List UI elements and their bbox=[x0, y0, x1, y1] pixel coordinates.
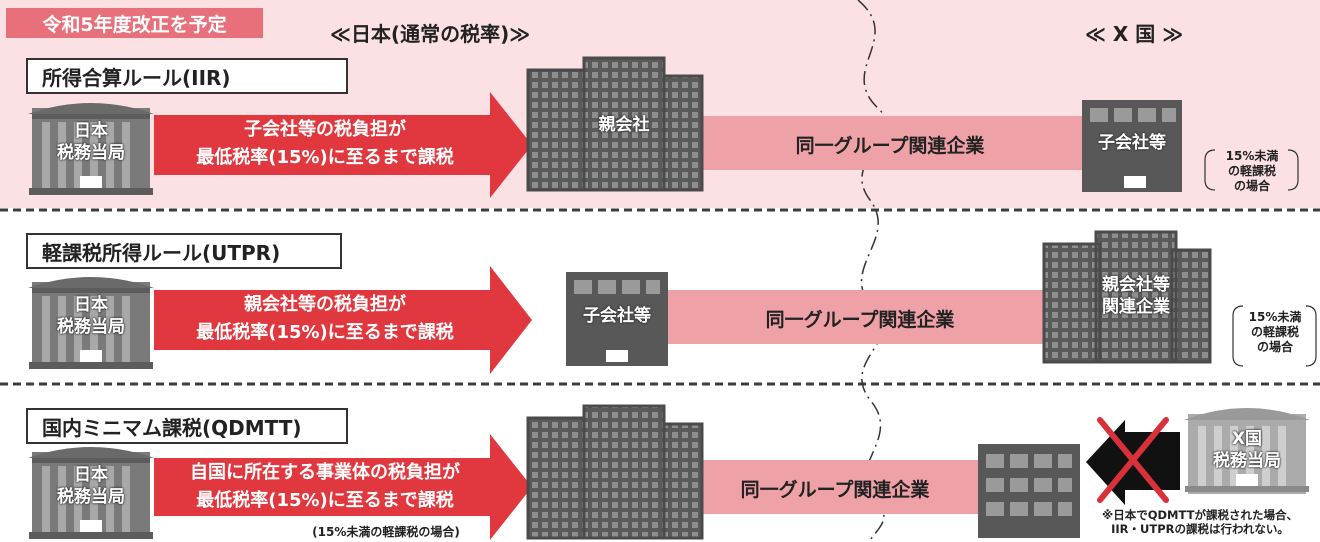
arrow-text-line-2: 最低税率(15%)に至るまで課税 bbox=[196, 147, 454, 168]
amendment-tag: 令和5年度改正を予定 bbox=[6, 8, 263, 38]
footnote-line-1: ※日本でQDMTTが課税された場合、 bbox=[1102, 508, 1298, 522]
arrow-3 bbox=[154, 434, 532, 540]
entity-line-2: 関連企業 bbox=[1102, 297, 1170, 317]
note-line: 15%未満 bbox=[1248, 310, 1302, 324]
footnote-line-2: IIR・UTPRの課税は行われない。 bbox=[1111, 522, 1289, 536]
japan-authority-label-1: 日本 税務当局 bbox=[32, 120, 150, 164]
authority-line-2: 税務当局 bbox=[57, 317, 125, 337]
arrow-1 bbox=[154, 92, 532, 198]
arrow-text-line-2: 最低税率(15%)に至るまで課税 bbox=[196, 490, 454, 511]
arrow-text-2: 親会社等の税負担が 最低税率(15%)に至るまで課税 bbox=[160, 291, 490, 347]
band-3 bbox=[695, 460, 980, 514]
rule-title-qdmtt: 国内ミニマム課税(QDMTT) bbox=[26, 408, 348, 444]
arrow-2 bbox=[154, 266, 532, 374]
parent-company-label-2: 親会社等 関連企業 bbox=[1088, 274, 1184, 318]
low-tax-note-2: 15%未満 の軽課税 の場合 bbox=[1236, 310, 1314, 355]
parent-company-label: 親会社 bbox=[598, 115, 650, 135]
note-line: の軽課税 bbox=[1227, 164, 1276, 178]
parent-company-building-2 bbox=[1042, 230, 1212, 364]
x-authority-label: X国 税務当局 bbox=[1188, 428, 1306, 472]
entity-line-1: 親会社等 bbox=[1102, 275, 1170, 295]
domestic-entity-building-3 bbox=[526, 404, 704, 540]
group-band-label-3: 同一グループ関連企業 bbox=[740, 479, 930, 501]
authority-line-1: 日本 bbox=[74, 295, 108, 315]
band-2 bbox=[668, 290, 1050, 344]
arrow-note-3: (15%未満の軽課税の場合) bbox=[312, 525, 460, 539]
authority-line-1: 日本 bbox=[74, 121, 108, 141]
note-line: の場合 bbox=[1256, 340, 1293, 354]
subsidiary-building-2 bbox=[566, 272, 668, 366]
arrow-text-line-1: 自国に所在する事業体の税負担が bbox=[190, 462, 460, 483]
rule-title-utpr: 軽課税所得ルール(UTPR) bbox=[26, 233, 342, 269]
subsidiary-label-1: 子会社等 bbox=[1098, 133, 1166, 153]
group-band-label-2: 同一グループ関連企業 bbox=[765, 309, 955, 331]
japan-authority-label-2: 日本 税務当局 bbox=[32, 294, 150, 338]
note-line: の軽課税 bbox=[1250, 325, 1299, 339]
subsidiary-building-1 bbox=[1082, 100, 1182, 192]
authority-line-2: 税務当局 bbox=[1213, 451, 1281, 471]
parent-company-building-1 bbox=[526, 56, 704, 192]
group-band-label-1: 同一グループ関連企業 bbox=[795, 135, 985, 157]
authority-line-2: 税務当局 bbox=[57, 143, 125, 163]
authority-line-1: X国 bbox=[1231, 429, 1263, 449]
arrow-text-line-1: 親会社等の税負担が bbox=[244, 294, 406, 315]
authority-line-2: 税務当局 bbox=[57, 487, 125, 507]
rule-title-iir: 所得合算ルール(IIR) bbox=[26, 58, 348, 94]
x-authority-building bbox=[1184, 408, 1310, 494]
authority-line-1: 日本 bbox=[74, 465, 108, 485]
foreign-entity-building-3 bbox=[978, 444, 1080, 538]
arrow-text-line-1: 子会社等の税負担が bbox=[244, 119, 406, 140]
japan-authority-label-3: 日本 税務当局 bbox=[32, 464, 150, 508]
cross-mark bbox=[1097, 417, 1169, 503]
arrow-text-1: 子会社等の税負担が 最低税率(15%)に至るまで課税 bbox=[160, 116, 490, 172]
arrow-text-3: 自国に所在する事業体の税負担が 最低税率(15%)に至るまで課税 bbox=[160, 459, 490, 515]
note-line: の場合 bbox=[1233, 179, 1270, 193]
low-tax-note-1: 15%未満 の軽課税 の場合 bbox=[1210, 149, 1294, 194]
x-country-header: ≪ X 国 ≫ bbox=[1085, 22, 1184, 46]
arrow-text-line-2: 最低税率(15%)に至るまで課税 bbox=[196, 322, 454, 343]
note-line: 15%未満 bbox=[1225, 149, 1279, 163]
japan-header: ≪日本(通常の税率)≫ bbox=[330, 22, 531, 46]
subsidiary-label-2: 子会社等 bbox=[583, 306, 651, 326]
band-1 bbox=[692, 116, 1100, 170]
qdmtt-footnote: ※日本でQDMTTが課税された場合、 IIR・UTPRの課税は行われない。 bbox=[1082, 508, 1318, 536]
